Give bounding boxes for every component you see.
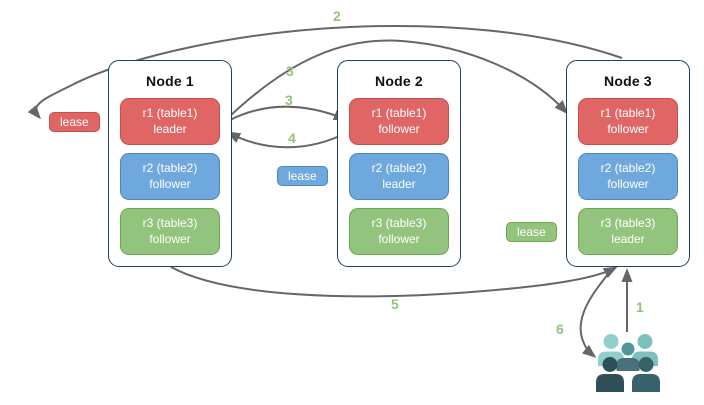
replica-role: leader [611,231,645,246]
node-2: Node 2 r1 (table1) follower r2 (table2) … [337,60,461,267]
replica-role: follower [149,231,191,246]
replica-node1-r2: r2 (table2) follower [120,153,220,200]
node-3-title: Node 3 [604,73,652,89]
step-label-1: 1 [636,299,644,315]
lease-badge-table3: lease [506,222,557,242]
replica-name: r3 (table3) [371,215,427,230]
replica-node1-r1: r1 (table1) leader [120,98,220,145]
arrow-step-2-gateway-to-leaseholder [27,24,623,120]
user-front-left [596,357,624,392]
step-label-3b: 3 [285,92,293,108]
replica-role: follower [607,121,649,136]
step-label-2: 2 [333,8,341,24]
replica-role: leader [382,176,416,191]
arrow-step-4-follower-ack-to-leader [226,131,347,149]
replica-name: r1 (table1) [142,105,198,120]
replica-node1-r3: r3 (table3) follower [120,208,220,255]
arrow-step-3-leader-to-node3-follower [229,39,569,117]
replica-node2-r3: r3 (table3) follower [349,208,449,255]
replica-name: r3 (table3) [142,215,198,230]
step-label-3a: 3 [286,63,294,79]
node-1-title: Node 1 [146,73,194,89]
replica-role: follower [607,176,649,191]
arrow-step-5-node1-to-node3 [170,266,618,298]
replica-role: follower [149,176,191,191]
node-2-title: Node 2 [375,73,423,89]
node-3: Node 3 r1 (table1) follower r2 (table2) … [566,60,690,267]
user-middle [616,342,640,371]
replica-node2-r1: r1 (table1) follower [349,98,449,145]
lease-badge-table2: lease [277,166,328,186]
replica-role: leader [153,121,187,136]
node-1: Node 1 r1 (table1) leader r2 (table2) fo… [108,60,232,267]
users-icon [596,334,660,392]
arrow-step-6-node3-to-client [579,267,614,358]
replica-node3-r2: r2 (table2) follower [578,153,678,200]
arrow-step-3-leader-to-node2-follower [229,105,348,121]
replica-name: r1 (table1) [371,105,427,120]
replica-role: follower [378,121,420,136]
step-label-6: 6 [556,321,564,337]
step-label-4: 4 [288,130,296,146]
user-front-right [632,357,660,392]
replica-name: r2 (table2) [142,160,198,175]
replica-node2-r2: r2 (table2) leader [349,153,449,200]
replica-name: r2 (table2) [600,160,656,175]
lease-badge-table1: lease [49,112,100,132]
replica-node3-r3: r3 (table3) leader [578,208,678,255]
replica-name: r3 (table3) [600,215,656,230]
step-label-5: 5 [391,296,399,312]
replica-role: follower [378,231,420,246]
replica-node3-r1: r1 (table1) follower [578,98,678,145]
replica-name: r1 (table1) [600,105,656,120]
replica-name: r2 (table2) [371,160,427,175]
